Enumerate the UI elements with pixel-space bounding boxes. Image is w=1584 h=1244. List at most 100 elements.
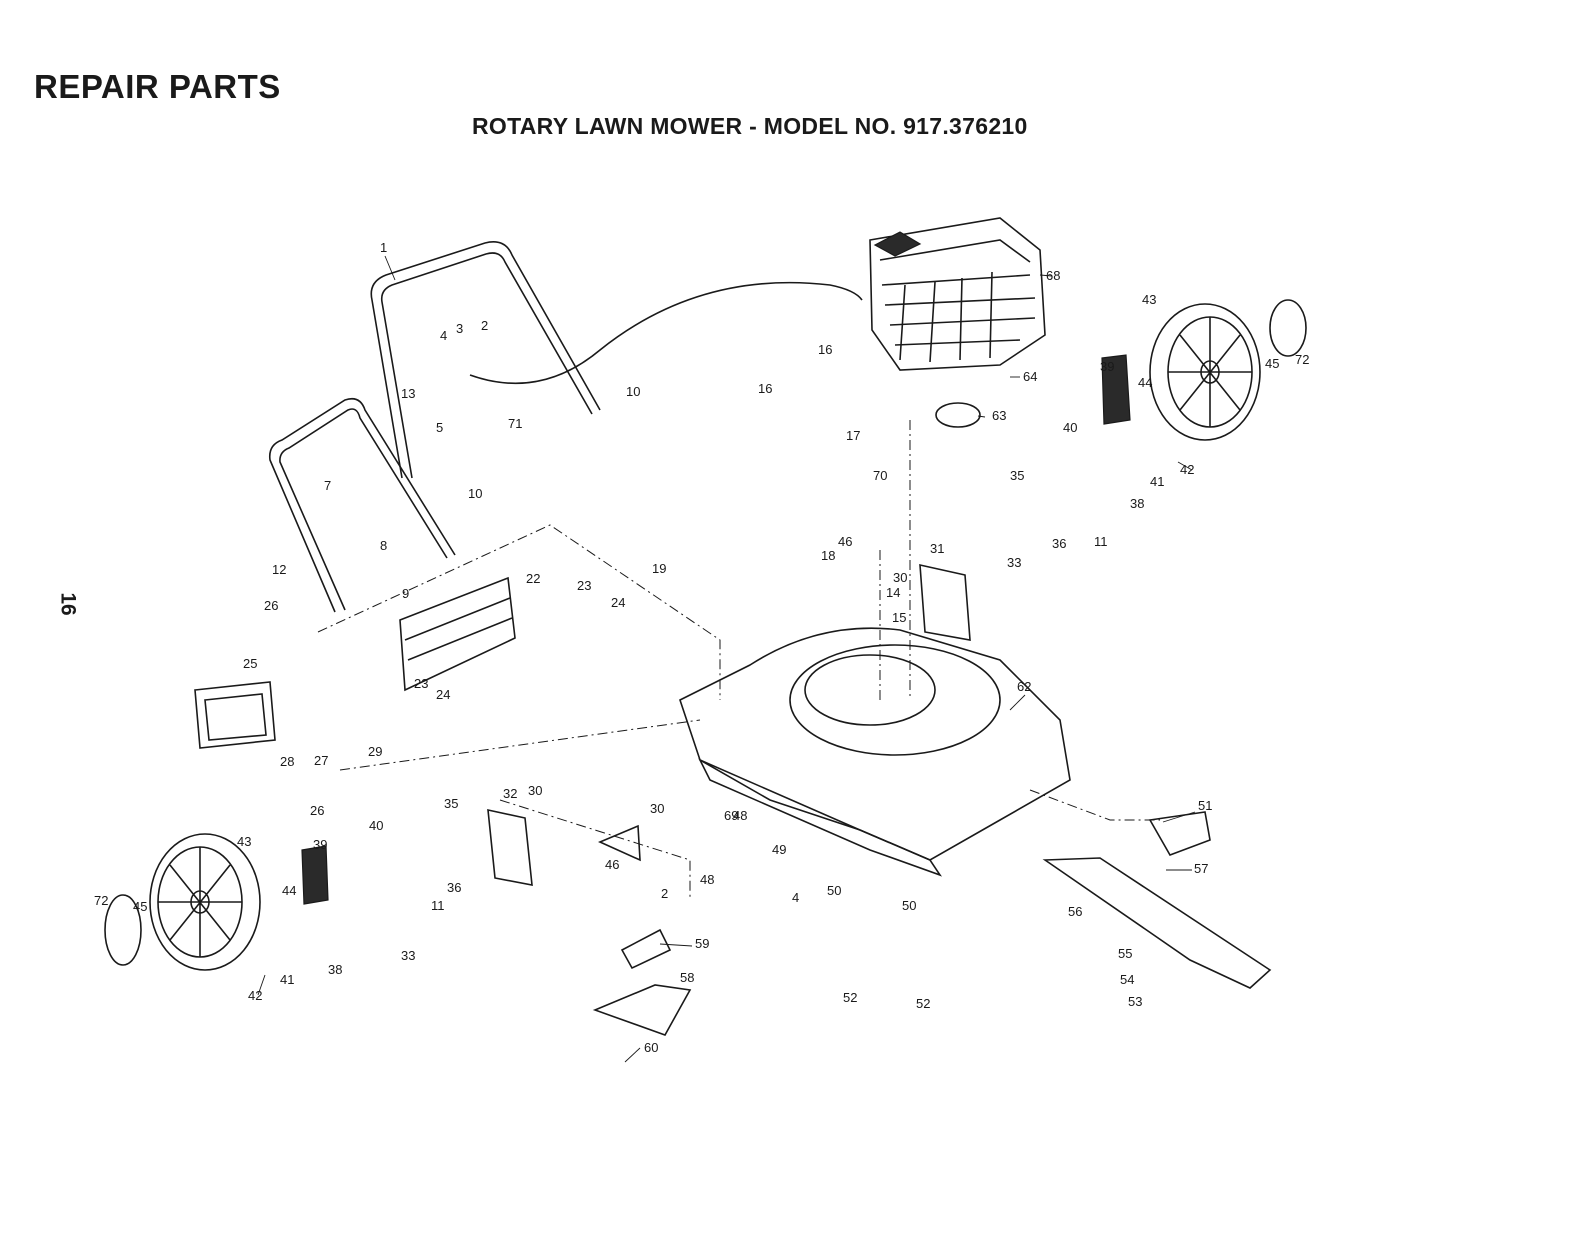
callout-17: 17	[846, 428, 860, 443]
callout-44: 44	[1138, 375, 1152, 390]
callout-40: 40	[1063, 420, 1077, 435]
assembly-line	[499, 799, 691, 900]
callout-69: 69	[724, 808, 738, 823]
callout-58: 58	[680, 970, 694, 985]
callout-63: 63	[992, 408, 1006, 423]
callout-30: 30	[893, 570, 907, 585]
callout-40: 40	[369, 818, 383, 833]
callout-48: 48	[733, 808, 747, 823]
callout-41: 41	[280, 972, 294, 987]
callout-24: 24	[436, 687, 450, 702]
callout-52: 52	[916, 996, 930, 1011]
leader-lines	[257, 255, 1196, 1063]
diagram-title: ROTARY LAWN MOWER - MODEL NO. 917.376210	[472, 113, 1028, 139]
hubcap-right	[1269, 299, 1307, 357]
callout-14: 14	[886, 585, 900, 600]
callout-59: 59	[695, 936, 709, 951]
callout-72: 72	[1295, 352, 1309, 367]
control-cable	[469, 281, 863, 385]
height-adjuster-left	[301, 845, 329, 905]
callout-15: 15	[892, 610, 906, 625]
callout-36: 36	[1052, 536, 1066, 551]
callout-16: 16	[818, 342, 832, 357]
callout-2: 2	[481, 318, 488, 333]
callout-53: 53	[1128, 994, 1142, 1009]
plate-46	[597, 824, 641, 862]
callout-60: 60	[644, 1040, 658, 1055]
hubcap-left	[104, 894, 142, 966]
assembly-line	[317, 524, 721, 700]
callout-38: 38	[328, 962, 342, 977]
callout-26: 26	[310, 803, 324, 818]
callout-54: 54	[1120, 972, 1134, 987]
callout-11: 11	[431, 898, 445, 913]
wheel-front-left	[149, 833, 261, 971]
callout-45: 45	[1265, 356, 1279, 371]
callout-52: 52	[843, 990, 857, 1005]
callout-42: 42	[248, 988, 262, 1003]
callout-38: 38	[1130, 496, 1144, 511]
callout-71: 71	[508, 416, 522, 431]
skid-plate	[592, 984, 692, 1036]
callout-30: 30	[650, 801, 664, 816]
callout-23: 23	[577, 578, 591, 593]
callout-43: 43	[237, 834, 251, 849]
height-adjuster-right	[1101, 354, 1131, 425]
callout-7: 7	[324, 478, 331, 493]
callout-33: 33	[401, 948, 415, 963]
callout-22: 22	[526, 571, 540, 586]
callout-11: 11	[1094, 534, 1108, 549]
callout-72: 72	[94, 893, 108, 908]
callout-41: 41	[1150, 474, 1164, 489]
callout-44: 44	[282, 883, 296, 898]
callout-24: 24	[611, 595, 625, 610]
callout-28: 28	[280, 754, 294, 769]
callout-57: 57	[1194, 861, 1208, 876]
handle-upper	[370, 241, 601, 479]
callout-49: 49	[772, 842, 786, 857]
callout-1: 1	[380, 240, 387, 255]
page-heading: REPAIR PARTS	[34, 68, 281, 105]
callout-33: 33	[1007, 555, 1021, 570]
callout-50: 50	[827, 883, 841, 898]
callout-labels: 1 2 3 4 5 7 8 9 10 10 11 11 12 13 14 15 …	[94, 240, 1309, 1055]
callout-16: 16	[758, 381, 772, 396]
callout-10: 10	[626, 384, 640, 399]
callout-25: 25	[243, 656, 257, 671]
callout-18: 18	[821, 548, 835, 563]
engine	[869, 217, 1046, 371]
bail	[620, 928, 672, 970]
callout-42: 42	[1180, 462, 1194, 477]
callout-8: 8	[380, 538, 387, 553]
callout-64: 64	[1023, 369, 1037, 384]
mower-deck	[679, 627, 1071, 877]
callout-9: 9	[402, 586, 409, 601]
callout-46: 46	[605, 857, 619, 872]
callout-2: 2	[661, 886, 668, 901]
handle-lower	[268, 397, 456, 613]
callout-27: 27	[314, 753, 328, 768]
rear-door	[194, 681, 276, 749]
callout-45: 45	[133, 899, 147, 914]
callout-3: 3	[456, 321, 463, 336]
callout-30: 30	[528, 783, 542, 798]
callout-56: 56	[1068, 904, 1082, 919]
callout-23: 23	[414, 676, 428, 691]
callout-62: 62	[1017, 679, 1031, 694]
callout-43: 43	[1142, 292, 1156, 307]
engine-pulley	[935, 402, 981, 428]
callout-68: 68	[1046, 268, 1060, 283]
callout-29: 29	[368, 744, 382, 759]
blade	[1042, 857, 1272, 989]
callout-35: 35	[1010, 468, 1024, 483]
rear-deflector	[399, 576, 516, 692]
callout-4: 4	[792, 890, 799, 905]
callout-70: 70	[873, 468, 887, 483]
blade-adapter	[1148, 811, 1211, 856]
callout-13: 13	[401, 386, 415, 401]
wheel-rear-right	[1149, 303, 1261, 441]
callout-48: 48	[700, 872, 714, 887]
callout-55: 55	[1118, 946, 1132, 961]
assembly-line	[339, 719, 701, 771]
